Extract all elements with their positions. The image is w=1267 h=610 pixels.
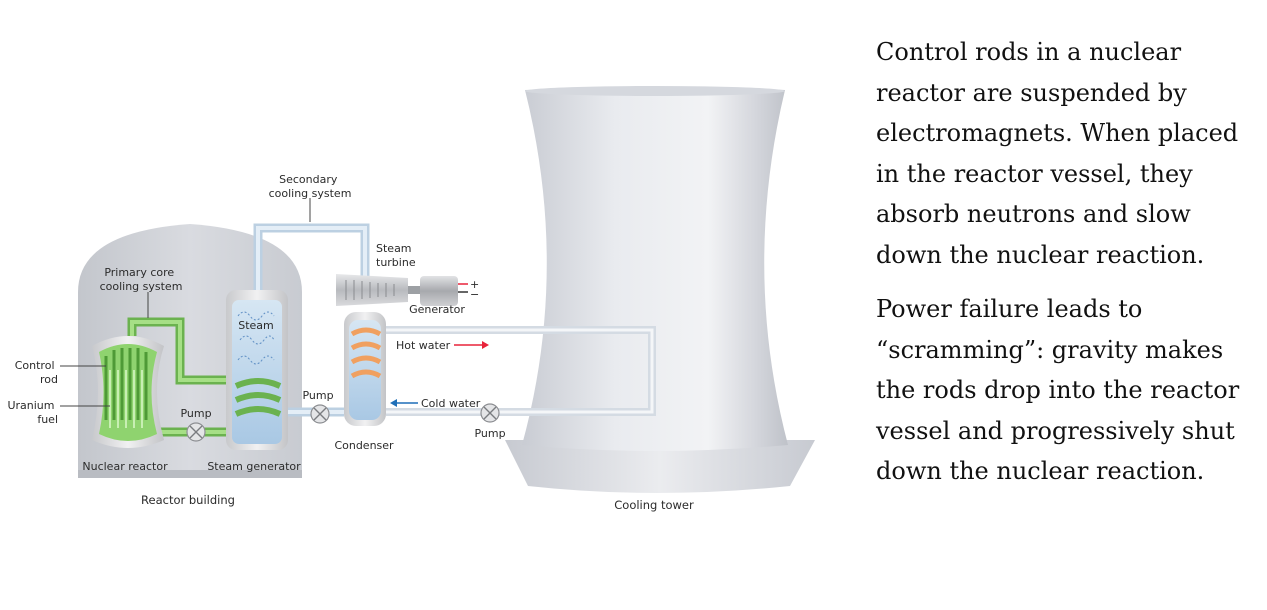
- paragraph-control-rods: Control rods in a nuclear reactor are su…: [876, 38, 1239, 269]
- hot-water-label: Hot water: [396, 339, 451, 352]
- primary-cooling-pipe: Primary core cooling system: [100, 266, 232, 437]
- primary-pump: Pump: [180, 407, 212, 442]
- secondary-pump: Pump: [302, 389, 334, 424]
- cooling-tower-base: [505, 440, 815, 493]
- explanation-text: Control rods in a nuclear reactor are su…: [876, 32, 1256, 506]
- condenser-label: Condenser: [334, 439, 394, 452]
- secondary-cooling-label: Secondary cooling system: [269, 173, 352, 200]
- cold-water-label: Cold water: [421, 397, 481, 410]
- secondary-pump-label: Pump: [302, 389, 333, 402]
- steam-turbine-label: Steam turbine: [376, 242, 416, 269]
- secondary-cooling-pipe: Secondary cooling system: [253, 173, 370, 300]
- nuclear-reactor-label: Nuclear reactor: [82, 460, 168, 473]
- cooling-water-loop: [386, 326, 656, 416]
- nuclear-reactor: Control rod Uranium fuel Nuclear reactor: [7, 336, 168, 473]
- steam-generator-coil: [234, 378, 282, 417]
- steam-generator: Steam Steam generator: [207, 290, 301, 473]
- steam-label: Steam: [238, 319, 274, 332]
- control-rods: [104, 348, 148, 420]
- plus-terminal: +: [470, 278, 479, 291]
- tower-pump-label: Pump: [474, 427, 505, 440]
- tower-pump: Pump: [474, 403, 506, 440]
- cooling-tower-label: Cooling tower: [614, 498, 694, 512]
- condenser: Condenser: [334, 312, 394, 452]
- nuclear-plant-diagram: Cooling tower Reactor building Secondary…: [7, 86, 815, 512]
- uranium-fuel-label: Uranium fuel: [7, 399, 58, 426]
- generator-label: Generator: [409, 303, 465, 316]
- steam-generator-label: Steam generator: [207, 460, 301, 473]
- uranium-fuel: [109, 370, 143, 428]
- cold-water-indicator: Cold water: [390, 397, 481, 410]
- cooling-tower-shell: [522, 87, 788, 451]
- primary-pump-label: Pump: [180, 407, 211, 420]
- paragraph-scramming: Power failure leads to “scramming”: grav…: [876, 295, 1240, 485]
- hot-water-indicator: Hot water: [396, 339, 489, 352]
- cooling-tower: Cooling tower: [505, 86, 815, 512]
- steam-turbine: Steam turbine: [336, 242, 416, 306]
- reactor-building-label: Reactor building: [141, 493, 235, 507]
- control-rod-label: Control rod: [15, 359, 58, 386]
- generator: + − Generator: [408, 276, 479, 316]
- minus-terminal: −: [470, 288, 479, 301]
- primary-cooling-label: Primary core cooling system: [100, 266, 183, 293]
